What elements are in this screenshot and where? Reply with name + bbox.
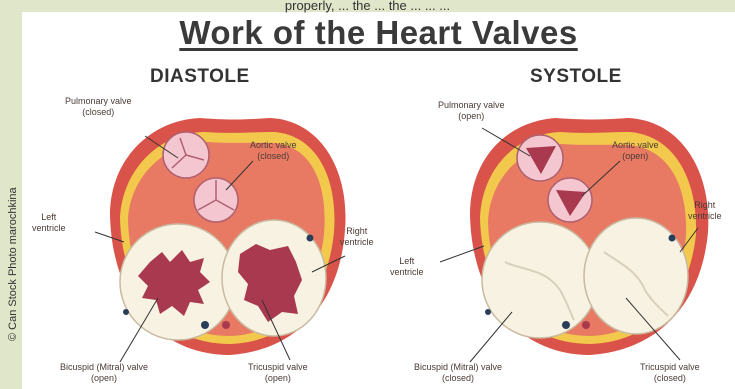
diastole-pulmonary-name: Pulmonary valve xyxy=(65,96,132,107)
diastole-coronary-vessel xyxy=(307,235,314,242)
diastole-pulmonary-state: (closed) xyxy=(65,107,132,118)
diastole-aortic-name: Aortic valve xyxy=(250,140,297,151)
systole-left-ventricle-line2: ventricle xyxy=(390,267,424,278)
systole-left-ventricle-label: Left ventricle xyxy=(390,256,424,277)
systole-aortic-name: Aortic valve xyxy=(612,140,659,151)
diastole-bicuspid-label: Bicuspid (Mitral) valve (open) xyxy=(60,362,148,383)
diastole-left-ventricle-label: Left ventricle xyxy=(32,212,66,233)
diastole-pulmonary-label: Pulmonary valve (closed) xyxy=(65,96,132,117)
diastole-coronary-vessel xyxy=(123,309,129,315)
diastole-right-ventricle-label: Right ventricle xyxy=(340,226,374,247)
systole-left-ventricle-line1: Left xyxy=(390,256,424,267)
diastole-heart xyxy=(95,118,346,362)
systole-pulmonary-name: Pulmonary valve xyxy=(438,100,505,111)
systole-left-chamber xyxy=(482,222,598,338)
systole-aortic-state: (open) xyxy=(612,151,659,162)
systole-right-ventricle-line1: Right xyxy=(688,200,722,211)
systole-right-ventricle-label: Right ventricle xyxy=(688,200,722,221)
diastole-tricuspid-label: Tricuspid valve (open) xyxy=(248,362,308,383)
systole-mitral-pointer xyxy=(470,312,512,362)
diastole-coronary-vessel xyxy=(201,321,209,329)
systole-coronary-vessel xyxy=(485,309,491,315)
diastole-tricuspid-name: Tricuspid valve xyxy=(248,362,308,373)
diastole-left-ventricle-line1: Left xyxy=(32,212,66,223)
systole-tricuspid-state: (closed) xyxy=(640,373,700,384)
diastole-right-ventricle-line1: Right xyxy=(340,226,374,237)
diastole-right-ventricle-line2: ventricle xyxy=(340,237,374,248)
systole-tricuspid-label: Tricuspid valve (closed) xyxy=(640,362,700,383)
diastole-aortic-state: (closed) xyxy=(250,151,297,162)
diastole-tricuspid-state: (open) xyxy=(248,373,308,384)
systole-coronary-vessel xyxy=(582,321,590,329)
diastole-coronary-vessel xyxy=(222,321,230,329)
systole-bicuspid-state: (closed) xyxy=(414,373,502,384)
diastole-left-ventricle-line2: ventricle xyxy=(32,223,66,234)
diastole-bicuspid-state: (open) xyxy=(60,373,148,384)
systole-aortic-label: Aortic valve (open) xyxy=(612,140,659,161)
diastole-bicuspid-name: Bicuspid (Mitral) valve xyxy=(60,362,148,373)
systole-tricuspid-name: Tricuspid valve xyxy=(640,362,700,373)
systole-coronary-vessel xyxy=(562,321,570,329)
systole-right-ventricle-line2: ventricle xyxy=(688,211,722,222)
systole-coronary-vessel xyxy=(669,235,676,242)
diastole-aortic-label: Aortic valve (closed) xyxy=(250,140,297,161)
systole-pulmonary-label: Pulmonary valve (open) xyxy=(438,100,505,121)
systole-bicuspid-label: Bicuspid (Mitral) valve (closed) xyxy=(414,362,502,383)
systole-bicuspid-name: Bicuspid (Mitral) valve xyxy=(414,362,502,373)
systole-heart xyxy=(440,118,708,362)
systole-pulmonary-state: (open) xyxy=(438,111,505,122)
